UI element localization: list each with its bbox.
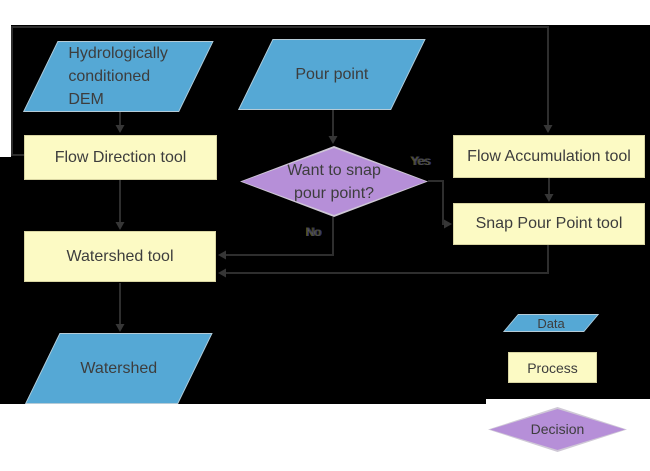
edge-snap-pour-point-to-watershed-tool: [218, 245, 549, 278]
node-flow-direction-tool[interactable]: Flow Direction tool: [24, 135, 217, 180]
edge-pour-point-to-decision: [328, 110, 338, 144]
edge-label-yes: Yes: [411, 154, 431, 168]
node-watershed-label: Watershed: [80, 359, 158, 377]
edge-flow-accumulation-to-snap-pour-point: [544, 178, 554, 202]
edge-flow-direction-to-flow-accumulation: [11, 26, 553, 156]
edge-decision-no-to-watershed-tool: [218, 217, 334, 260]
legend-data-shape[interactable]: Data: [503, 314, 600, 332]
node-flow-accumulation-tool[interactable]: Flow Accumulation tool: [453, 135, 645, 178]
edge-dem-to-flow-direction: [115, 112, 125, 133]
node-dem[interactable]: Hydrologically conditioned DEM: [23, 41, 214, 112]
node-watershed-tool-label: Watershed tool: [66, 247, 174, 265]
node-dem-label: Hydrologically conditioned DEM: [68, 45, 168, 108]
node-flow-accumulation-label: Flow Accumulation tool: [467, 147, 631, 165]
diagram-canvas-left-extension: [0, 157, 11, 404]
edge-flow-direction-to-watershed-tool: [115, 180, 125, 230]
edge-label-no: No: [306, 225, 322, 239]
edge-watershed-tool-to-watershed: [115, 283, 125, 332]
edge-decision-yes-to-snap-pour-point: [428, 180, 452, 229]
node-flow-direction-label: Flow Direction tool: [54, 148, 187, 166]
node-watershed[interactable]: Watershed: [25, 333, 213, 404]
node-snap-pour-point-tool[interactable]: Snap Pour Point tool: [453, 203, 645, 245]
legend-data-label: Data: [537, 315, 565, 331]
node-pour-point[interactable]: Pour point: [238, 39, 426, 110]
node-watershed-tool[interactable]: Watershed tool: [24, 231, 216, 282]
legend-process-label: Process: [527, 359, 578, 376]
legend-process-shape[interactable]: Process: [508, 352, 597, 383]
node-snap-pour-point-label: Snap Pour Point tool: [475, 215, 623, 232]
node-pour-point-label: Pour point: [295, 65, 369, 83]
